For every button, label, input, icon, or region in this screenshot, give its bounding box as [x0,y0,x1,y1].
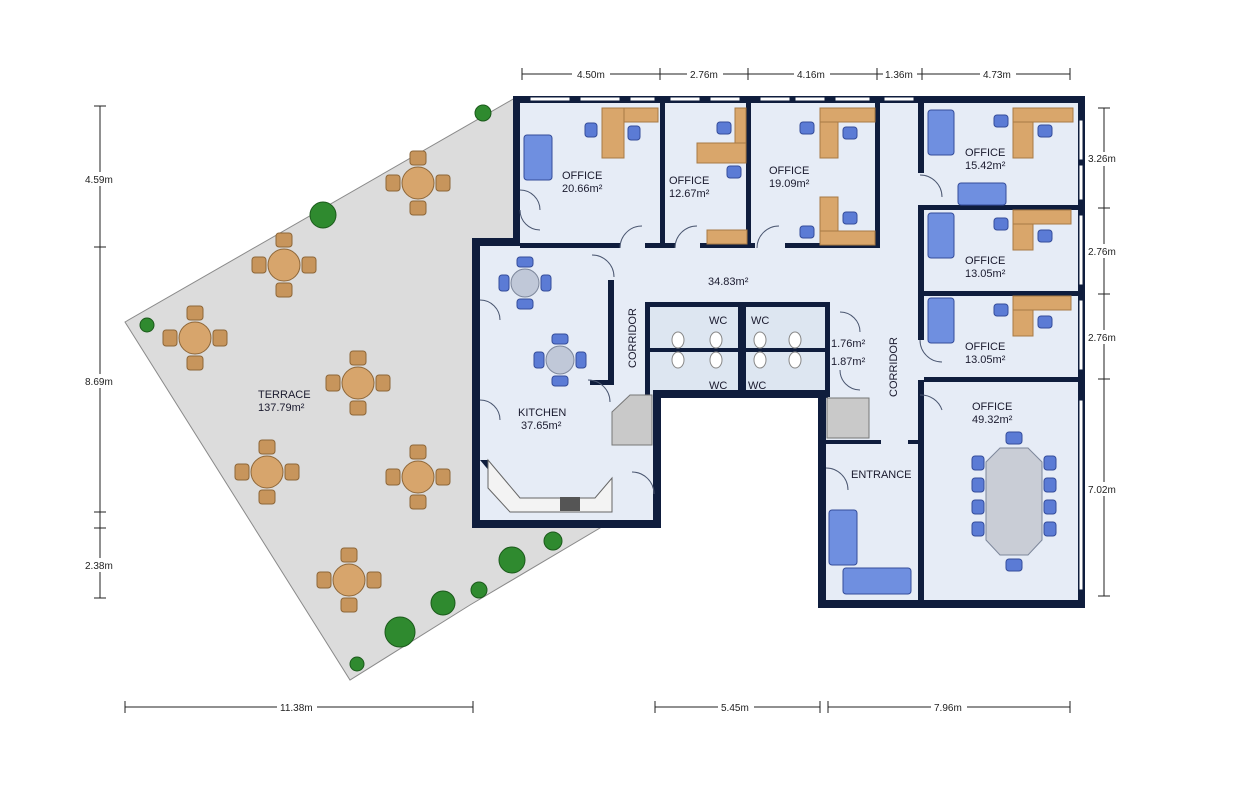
dim-top-3: 4.16m [797,70,825,81]
dim-left-1: 4.59m [85,175,113,186]
room-area-office-2: 12.67m² [669,188,710,200]
dim-bottom-3: 7.96m [934,703,962,714]
dimension-labels: 4.50m 2.76m 4.16m 1.36m 4.73m 4.59m 8.69… [82,68,1122,714]
room-label-entrance: ENTRANCE [851,469,912,481]
dim-left-2: 8.69m [85,377,113,388]
dim-bottom-2: 5.45m [721,703,749,714]
room-label-office-4: OFFICE [965,147,1005,159]
kitchen-table [498,256,587,387]
plant-icon [139,104,563,672]
wc-fixtures [671,331,802,369]
office-desk [584,107,1074,337]
dim-right-2: 2.76m [1088,247,1116,258]
dim-left-3: 2.38m [85,561,113,572]
room-area-closet-1: 1.76m² [831,338,866,350]
dim-top-2: 2.76m [690,70,718,81]
room-area-kitchen: 37.65m² [521,420,562,432]
room-area-closet-2: 1.87m² [831,356,866,368]
room-label-office-2: OFFICE [669,175,709,187]
room-area-terrace: 137.79m² [258,402,305,414]
dim-right-4: 7.02m [1088,485,1116,496]
storage [611,394,870,446]
room-label-wc-2: WC [709,380,727,392]
room-area-office-3: 19.09m² [769,178,810,190]
room-label-office-1: OFFICE [562,170,602,182]
dim-top-5: 4.73m [983,70,1011,81]
kitchen-counter [487,458,613,513]
room-area-office-5: 13.05m² [965,268,1006,280]
dim-right-3: 2.76m [1088,333,1116,344]
dim-right-1: 3.26m [1088,154,1116,165]
dim-top-4: 1.36m [885,70,913,81]
room-label-wc-4: WC [748,380,766,392]
room-label-corridor-left: CORRIDOR [627,308,639,368]
room-label-wc-3: WC [751,315,769,327]
room-area-office-4: 15.42m² [965,160,1006,172]
room-label-corridor-right: CORRIDOR [888,337,900,397]
sofa [523,109,1007,595]
room-area-office-1: 20.66m² [562,183,603,195]
room-label-office-7: OFFICE [972,401,1012,413]
room-label-wc-1: WC [709,315,727,327]
room-label-office-6: OFFICE [965,341,1005,353]
doors [479,174,943,495]
dim-bottom-1: 11.38m [280,703,313,714]
room-label-office-5: OFFICE [965,255,1005,267]
terrace-dining-set [162,150,451,613]
room-label-kitchen: KITCHEN [518,407,566,419]
room-label-terrace: TERRACE [258,389,311,401]
room-label-office-3: OFFICE [769,165,809,177]
dim-top-1: 4.50m [577,70,605,81]
room-area-office-7: 49.32m² [972,414,1013,426]
room-area-office-6: 13.05m² [965,354,1006,366]
windows [529,96,1084,591]
room-area-hall: 34.83m² [708,276,749,288]
conference-table [971,431,1057,572]
